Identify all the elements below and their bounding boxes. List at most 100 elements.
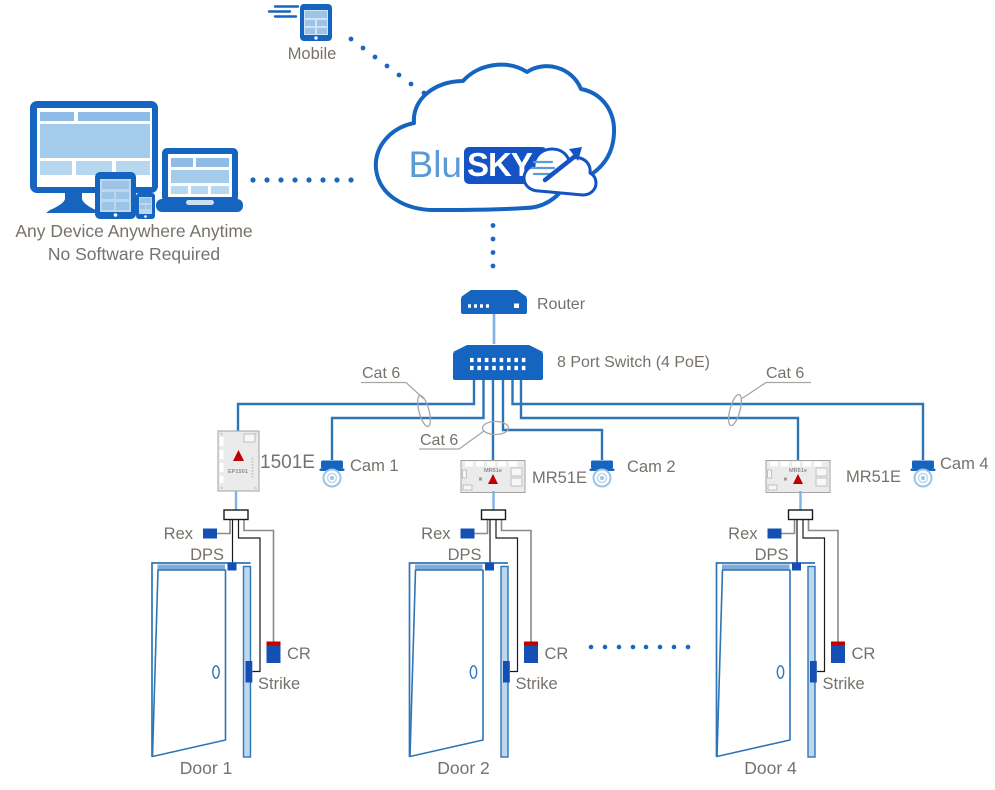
smartphone-icon: [136, 193, 155, 219]
door-top-band: [157, 564, 225, 570]
controller-mr51e-1: MR51e MR51E: [460, 460, 587, 493]
router: Router: [461, 290, 586, 314]
cat6-label: Cat 6: [766, 365, 804, 382]
dps-sensor: [485, 562, 494, 571]
mercury-logo-icon: [233, 450, 244, 461]
cr-label: CR: [545, 645, 569, 663]
dps-label: DPS: [190, 546, 224, 564]
cat6-label: Cat 6: [362, 365, 400, 382]
camera-label: Cam 2: [627, 458, 676, 476]
door-group-1: Rex DPS CR Strike Door 1: [151, 491, 311, 778]
blusky-logo: Blu SKY: [409, 144, 598, 197]
card-reader-led: [831, 641, 845, 646]
laptop-icon: [156, 148, 243, 212]
mobile-label: Mobile: [288, 45, 337, 63]
wire-switch-to-mr51e-2: [519, 380, 800, 460]
controller-board-icon: EP1501: [217, 430, 260, 492]
rex-label: Rex: [728, 525, 758, 543]
dotted-link-devices-to-cloud: [250, 177, 354, 183]
dotted-link-cloud-to-router: [490, 223, 496, 269]
door-top-band: [722, 564, 790, 570]
cr-label: CR: [287, 645, 311, 663]
camera-label: Cam 4: [940, 455, 989, 473]
network-wires: [236, 380, 925, 460]
cat6-label: Cat 6: [420, 432, 458, 449]
door-name: Door 1: [180, 758, 233, 778]
cable-bundle-marker: [416, 394, 432, 428]
junction-box: [787, 509, 814, 521]
rex-label: Rex: [421, 525, 451, 543]
dotted-link-mobile-to-cloud: [348, 36, 427, 96]
switch-label: 8 Port Switch (4 PoE): [557, 354, 710, 371]
strike-device: [245, 661, 253, 683]
devices-caption-line2: No Software Required: [48, 244, 220, 264]
controller-board-icon: MR51e: [765, 460, 831, 493]
wire-switch-to-cam1: [330, 380, 485, 460]
dome-camera-icon: [910, 460, 936, 488]
door-knob: [776, 665, 785, 679]
router-icon: [461, 290, 527, 314]
card-reader-led: [524, 641, 538, 646]
strike-wire: [237, 519, 261, 673]
dome-camera-icon: [319, 460, 345, 488]
mobile-phone-icon: [300, 4, 332, 41]
blusky-cloud: Blu SKY: [373, 62, 617, 213]
board-silkscreen-text: MR51e: [484, 468, 502, 474]
cr-label: CR: [852, 645, 876, 663]
rex-wire: [781, 519, 796, 535]
door-leaf: [716, 569, 791, 758]
strike-label: Strike: [823, 675, 865, 693]
controller-1501e: EP1501 1501E: [217, 430, 315, 492]
rex-wire: [474, 519, 489, 535]
strike-device: [503, 661, 510, 683]
controller-board-icon: MR51e: [460, 460, 526, 493]
tablet-icon: [95, 172, 136, 219]
controller-mr51e-2: MR51e MR51E: [765, 460, 901, 493]
card-reader: [524, 645, 538, 663]
door-frame: [715, 562, 815, 757]
cable-bundle-marker: [727, 393, 743, 427]
speed-lines-icon: [267, 5, 300, 18]
cr-wire: [500, 519, 532, 642]
door-leaf: [151, 569, 227, 758]
mobile-device: Mobile: [267, 4, 337, 63]
dps-sensor: [792, 562, 801, 571]
strike-wire: [802, 519, 826, 673]
strike-wire: [495, 519, 519, 673]
dome-camera-icon: [589, 460, 615, 488]
wire-switch-to-cam2: [501, 380, 604, 460]
logo-cloud-pencil-icon: [522, 147, 598, 197]
board-silkscreen-text: MR51e: [789, 468, 807, 474]
strike-label: Strike: [258, 675, 300, 693]
controller-label: 1501E: [260, 452, 315, 473]
cat6-callout-middle: Cat 6: [419, 420, 510, 450]
card-reader-led: [266, 641, 281, 646]
dps-label: DPS: [755, 546, 789, 564]
camera-4: Cam 4: [910, 455, 989, 488]
cable-bundle-marker: [481, 420, 510, 436]
devices-caption-line1: Any Device Anywhere Anytime: [15, 221, 252, 241]
rex-sensor: [460, 528, 475, 539]
camera-1: Cam 1: [319, 457, 399, 488]
rex-wire: [217, 519, 231, 535]
door-frame: [151, 562, 251, 757]
strike-label: Strike: [516, 675, 558, 693]
strike-device: [810, 661, 817, 683]
door-knob: [212, 665, 220, 679]
door-frame: [408, 562, 508, 757]
rex-sensor: [203, 528, 217, 539]
logo-text-blu: Blu: [409, 144, 462, 185]
devices-cluster: Any Device Anywhere Anytime No Software …: [15, 101, 253, 264]
door-name: Door 2: [437, 758, 490, 778]
cat6-callout-right: Cat 6: [727, 365, 811, 427]
mercury-logo-icon: [488, 474, 498, 484]
mercury-logo-icon: [793, 474, 803, 484]
rex-label: Rex: [164, 525, 194, 543]
dps-label: DPS: [448, 546, 482, 564]
door-group-3: Rex DPS CR Strike Door 4: [715, 491, 876, 778]
door-leaf: [409, 569, 484, 758]
door-top-band: [415, 564, 483, 570]
cr-wire: [243, 519, 275, 642]
router-label: Router: [537, 296, 586, 313]
